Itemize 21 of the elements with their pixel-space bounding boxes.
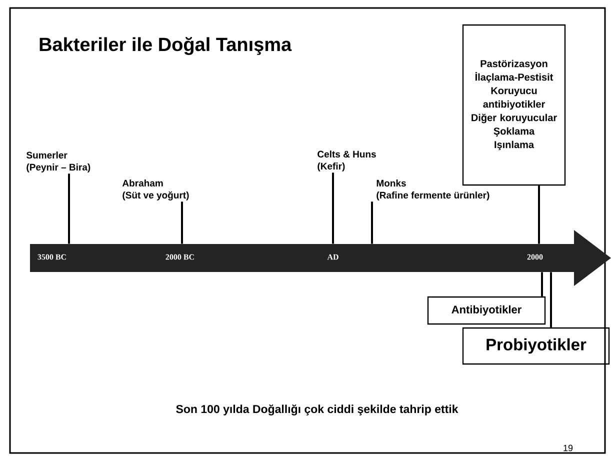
- text-box: Antibiyotikler: [427, 296, 546, 325]
- title: Bakteriler ile Doğal Tanışma: [40, 37, 292, 55]
- node-label: 2000 BC: [166, 254, 194, 260]
- event-label: Celts & Huns (Kefir): [318, 150, 376, 172]
- connector-line: [541, 272, 543, 296]
- event-label: Abraham (Süt ve yoğurt): [122, 180, 189, 200]
- connector-line: [550, 272, 552, 328]
- connector-line: [371, 202, 373, 244]
- page-number: 19: [564, 444, 573, 452]
- node-label: 3500 BC: [38, 254, 66, 260]
- connector-line: [332, 172, 334, 244]
- caption-text: Son 100 yılda Doğallığı çok ciddi şekilde tahrip ettik: [176, 404, 458, 416]
- event-label: Sumerler (Peynir – Bira): [26, 152, 90, 172]
- node-label: 2000: [527, 254, 543, 260]
- connector-line: [68, 174, 70, 244]
- connector-line: [538, 186, 540, 244]
- tick-labels: 3500 BC 2000 BC AD 2000: [38, 254, 543, 260]
- node-label: AD: [327, 254, 338, 260]
- connector-line: [181, 202, 183, 244]
- text-box: Probiyotikler: [462, 327, 610, 365]
- text-box: Pastörizasyon İlaçlama-Pestisit Koruyucu antibiyotikler Diğer koruyucular Şoklama Işınlama: [462, 24, 566, 186]
